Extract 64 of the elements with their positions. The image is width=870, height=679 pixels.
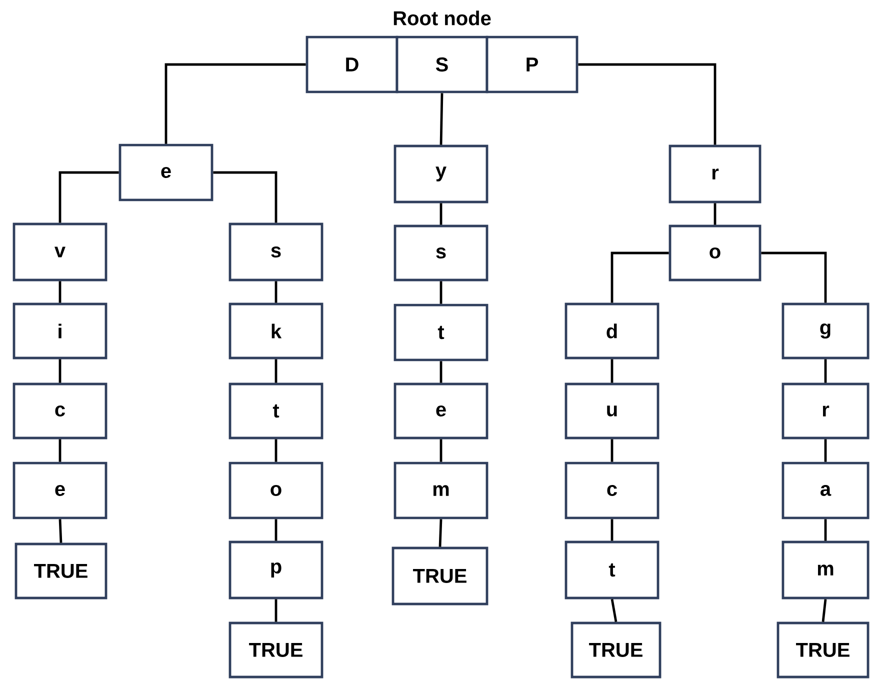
letter-box: e	[12, 462, 108, 520]
connector-line	[58, 281, 62, 303]
connector-line	[578, 63, 716, 145]
letter-box: P	[486, 36, 578, 94]
letter-box: TRUE	[776, 622, 870, 678]
letter-box: g	[782, 302, 870, 360]
heading: Root node	[394, 10, 491, 26]
connector-line	[274, 281, 278, 303]
letter-box: t	[564, 540, 660, 600]
connector-line	[610, 252, 669, 303]
letter-box: v	[12, 222, 108, 282]
connector-line	[58, 439, 62, 462]
letter-box: i	[12, 302, 108, 360]
connector-line	[274, 599, 278, 622]
connector-line	[213, 171, 278, 223]
connector-line	[440, 203, 442, 225]
letter-box: TRUE	[228, 622, 324, 678]
connector-line	[610, 439, 614, 462]
letter-box: c	[564, 462, 660, 520]
connector-line	[58, 359, 62, 383]
letter-box: p	[228, 540, 324, 600]
letter-box: TRUE	[392, 546, 488, 606]
letter-box: r	[782, 382, 870, 440]
connector-line	[438, 519, 442, 547]
connector-line	[58, 171, 119, 223]
connector-line	[610, 359, 614, 383]
connector-line	[440, 439, 442, 462]
connector-line	[440, 281, 442, 304]
connector-line	[440, 93, 444, 145]
connector-line	[761, 252, 827, 303]
letter-box: d	[564, 302, 660, 360]
connector-line	[58, 519, 62, 543]
letter-box: m	[394, 462, 488, 520]
letter-box: o	[668, 224, 762, 282]
connector-line	[824, 359, 827, 383]
letter-box: m	[782, 540, 870, 600]
letter-box: s	[228, 222, 324, 282]
connector-line	[274, 439, 278, 462]
connector-line	[824, 439, 827, 462]
connector-line	[164, 63, 306, 144]
letter-box: t	[228, 382, 324, 440]
letter-box: TRUE	[14, 542, 108, 600]
letter-box: r	[668, 144, 762, 204]
letter-box: TRUE	[570, 622, 662, 678]
connector-line	[440, 361, 442, 383]
letter-box: u	[564, 382, 660, 440]
letter-box: a	[782, 462, 870, 520]
connector-line	[610, 599, 618, 622]
letter-box: o	[228, 462, 324, 520]
letter-box: c	[12, 382, 108, 440]
letter-box: y	[394, 144, 488, 204]
letter-box: t	[394, 304, 488, 362]
letter-box: k	[228, 302, 324, 360]
connector-line	[714, 203, 716, 225]
letter-box: s	[394, 224, 488, 282]
letter-box: e	[394, 382, 488, 440]
connector-line	[274, 519, 278, 541]
connector-line	[822, 599, 827, 622]
letter-box: S	[396, 36, 488, 94]
connector-line	[610, 519, 614, 541]
connector-line	[274, 359, 278, 383]
letter-box: e	[118, 144, 214, 202]
letter-box: D	[306, 36, 398, 94]
connector-line	[824, 519, 827, 541]
